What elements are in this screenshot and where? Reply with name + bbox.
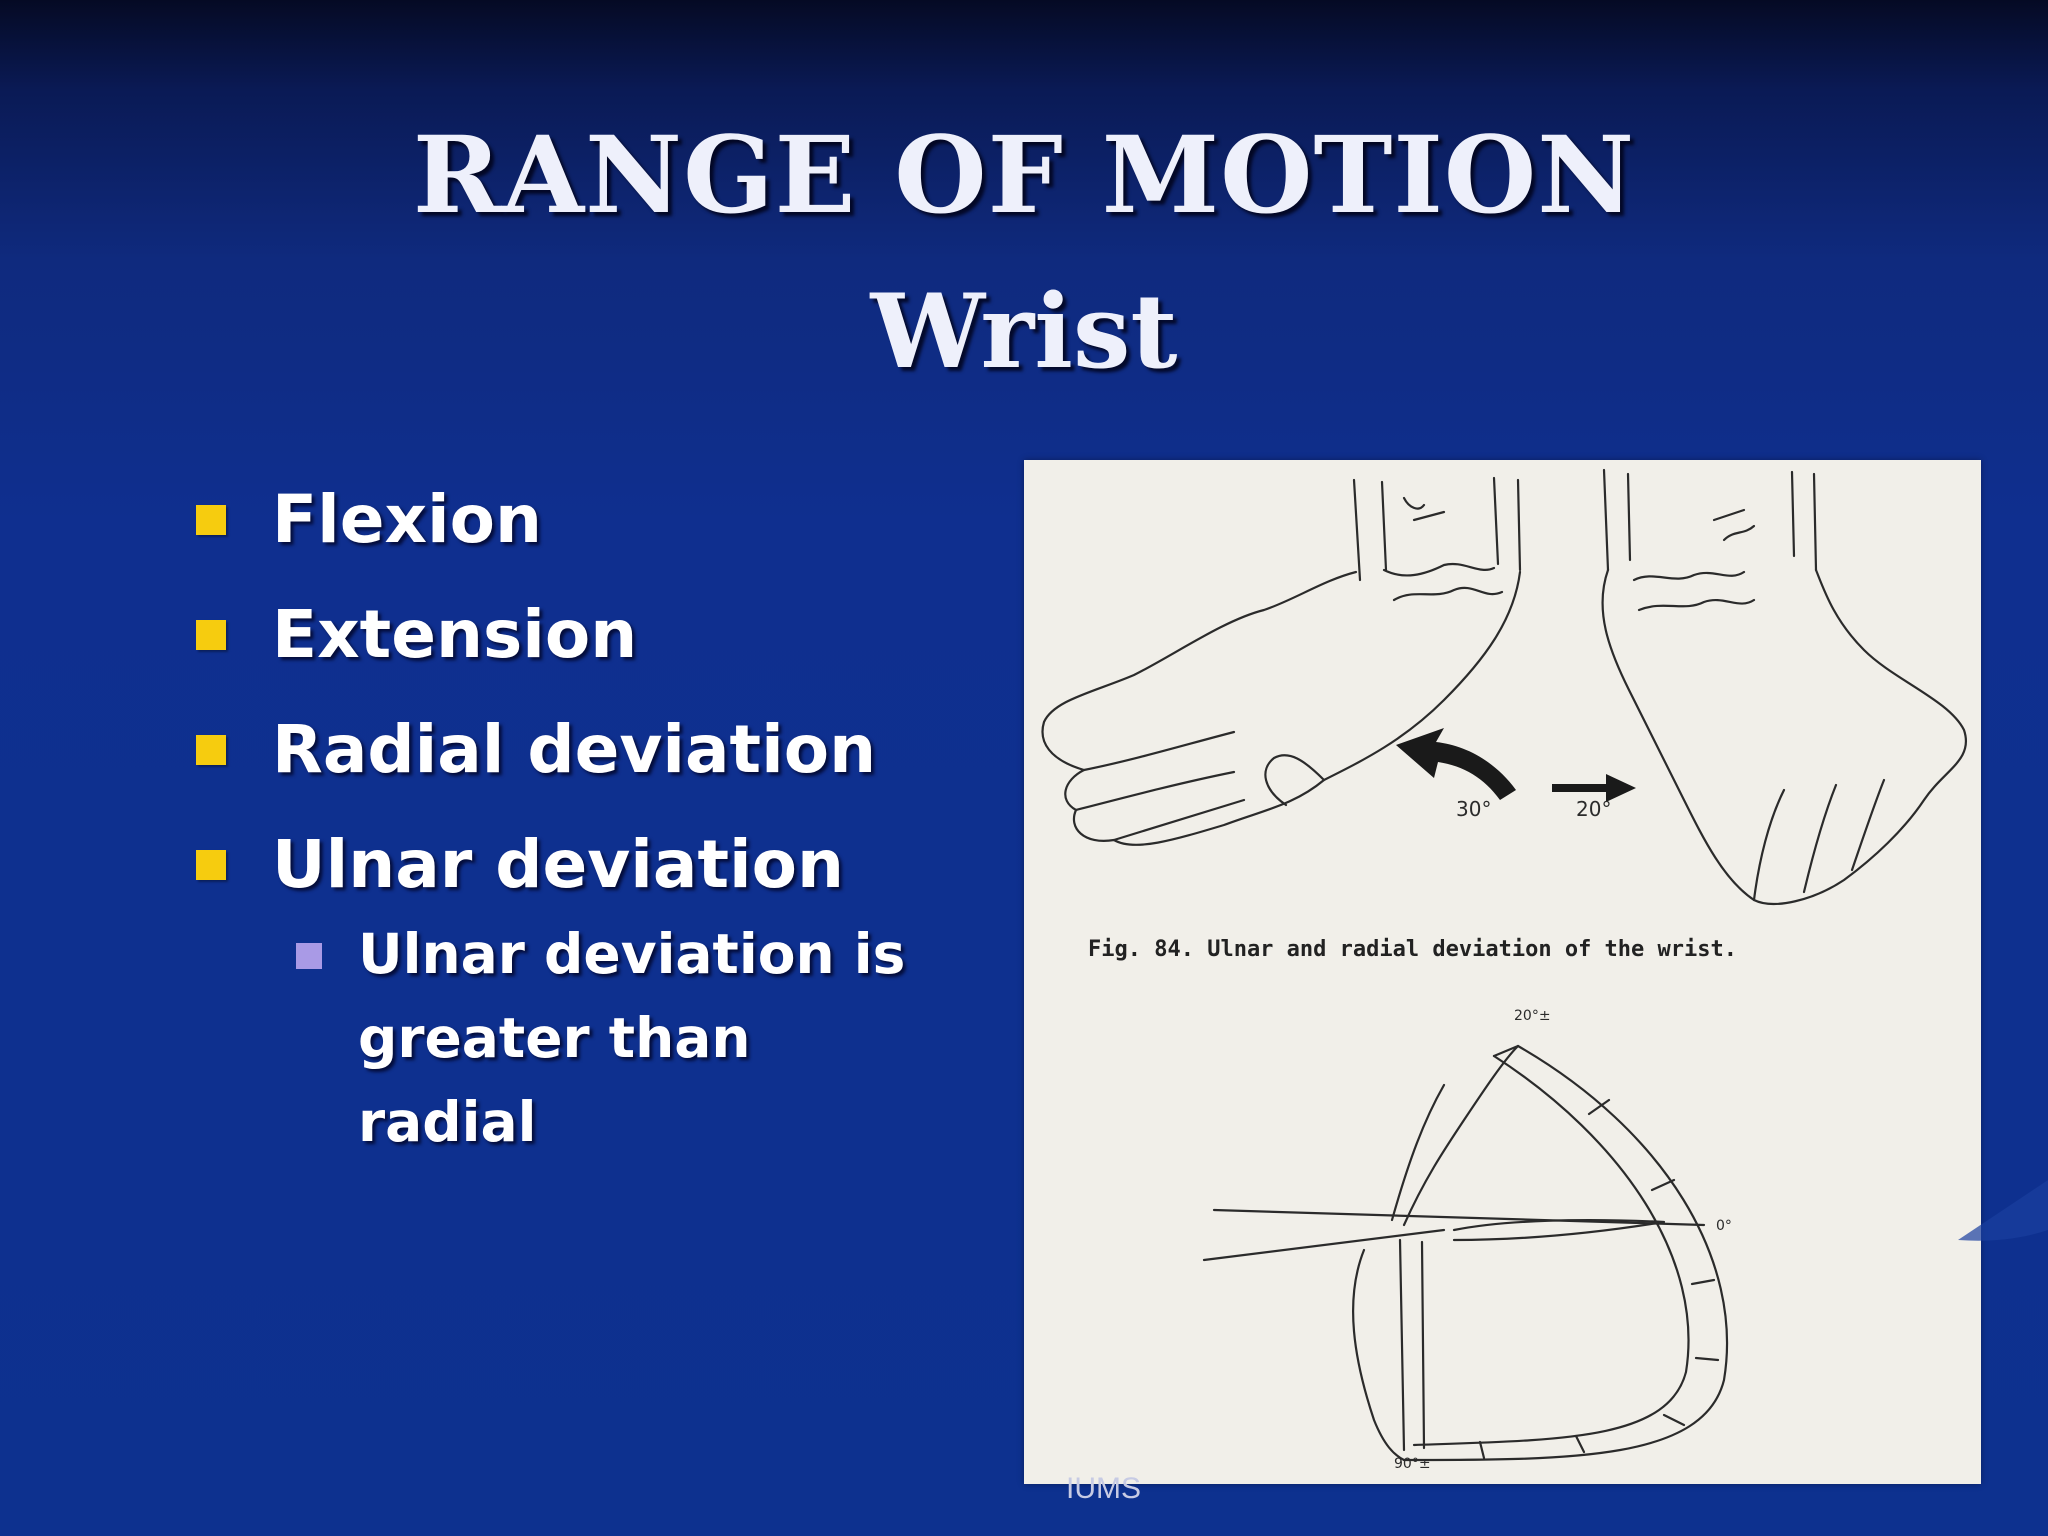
bullet-item: Extension <box>192 577 992 692</box>
angle-left-label: 30° <box>1456 797 1491 821</box>
figure-caption: Fig. 84. Ulnar and radial deviation of t… <box>1088 937 1737 962</box>
right-forearm-lines <box>1602 468 1818 572</box>
bullet-square-icon <box>196 504 226 535</box>
sub-bullet-square-icon <box>296 943 322 969</box>
left-wrist-marks <box>1402 496 1446 522</box>
outer-arc <box>1402 1044 1729 1462</box>
wrist-deviation-figure: 30° 20° Fig. 84. Ulnar and radial deviat… <box>1024 460 1981 1484</box>
bullet-text: Ulnar deviation <box>272 826 844 903</box>
footer-text: IUMS <box>1066 1472 1141 1505</box>
left-forearm-lines <box>1352 476 1522 582</box>
arc-top-label: 20°± <box>1514 1008 1551 1024</box>
arc-bottom-label: 90°± <box>1394 1456 1431 1472</box>
forearm-lines <box>1202 1208 1706 1262</box>
left-palm-outline <box>1041 570 1522 846</box>
right-wrist-marks <box>1712 508 1756 542</box>
sub-bullet-line-2: greater than radial <box>358 1006 751 1154</box>
thumb-outline <box>1352 1248 1406 1462</box>
vertical-hand <box>1398 1238 1426 1452</box>
right-finger-lines <box>1752 778 1886 902</box>
bullet-item: Radial deviation <box>192 692 992 807</box>
slide-subtitle: Wrist <box>870 272 1178 392</box>
slide-title: RANGE OF MOTION <box>412 112 1636 237</box>
wrist-illustration: 30° 20° Fig. 84. Ulnar and radial deviat… <box>1041 468 1967 1472</box>
ulnar-arrow-icon <box>1552 774 1636 802</box>
bullet-text: Radial deviation <box>272 711 877 788</box>
arc-right-label: 0° <box>1716 1218 1732 1234</box>
inner-arc <box>1412 1054 1690 1447</box>
sub-bullet-item: Ulnar deviation is greater than radial <box>296 912 936 1164</box>
bullet-item: Ulnar deviation <box>192 807 992 922</box>
left-thumb <box>1264 754 1326 807</box>
bullet-square-icon <box>196 734 226 765</box>
right-carpal-bones <box>1632 570 1756 612</box>
left-carpal-bones <box>1382 562 1504 602</box>
bullet-item: Flexion <box>192 462 992 577</box>
radial-arrow-icon <box>1396 728 1516 800</box>
sub-bullet-line-1: Ulnar deviation is <box>358 922 906 986</box>
deviated-hand <box>1390 1044 1520 1227</box>
bullet-square-icon <box>196 619 226 650</box>
right-palm-outline <box>1601 568 1967 905</box>
bullet-text: Extension <box>272 596 638 673</box>
neutral-hand <box>1452 1218 1666 1242</box>
angle-right-label: 20° <box>1576 797 1611 821</box>
left-finger-lines <box>1074 730 1246 842</box>
arc-ticks <box>1478 1044 1720 1460</box>
bullet-square-icon <box>196 849 226 880</box>
bullet-list: Flexion Extension Radial deviation Ulnar… <box>192 462 992 922</box>
bullet-text: Flexion <box>272 481 542 558</box>
decorative-swoosh <box>1958 1180 2048 1241</box>
